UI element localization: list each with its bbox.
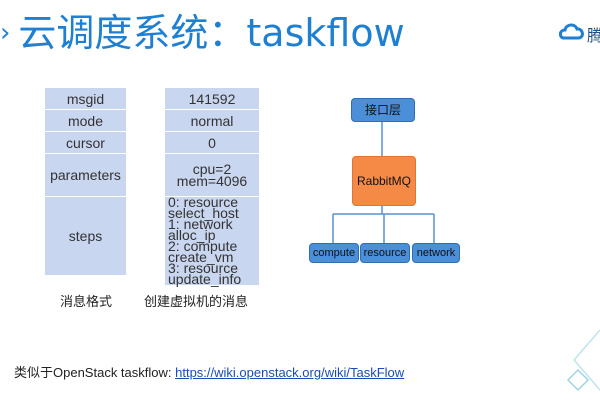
param-mem: mem=4096 <box>176 173 248 189</box>
taskflow-link[interactable]: https://wiki.openstack.org/wiki/TaskFlow <box>175 365 405 380</box>
footer-note: 类似于OpenStack taskflow: https://wiki.open… <box>14 362 404 381</box>
value-parameters: cpu=2 mem=4096 <box>164 153 260 197</box>
step-item: 2: compute create_vm <box>168 238 238 265</box>
slide-title-text: 云调度系统：taskflow <box>18 11 405 55</box>
field-cursor: cursor <box>44 131 127 154</box>
decorative-diamond-icon <box>566 330 600 392</box>
value-cursor: 0 <box>164 131 260 154</box>
field-steps: steps <box>44 196 127 276</box>
worker-resource-node: resource <box>360 243 410 263</box>
logo-text: 腾 <box>587 26 600 45</box>
cloud-icon <box>558 23 584 40</box>
step-item: 1: network alloc_ip <box>168 216 233 243</box>
create-vm-message-table: 141592 normal 0 cpu=2 mem=4096 0: resour… <box>164 87 260 286</box>
message-format-caption: 消息格式 <box>60 295 113 310</box>
footer-prefix: 类似于OpenStack taskflow: <box>14 365 176 380</box>
worker-network-node: network <box>412 243 460 263</box>
value-mode: normal <box>164 109 260 132</box>
tencent-cloud-logo: 腾 <box>558 20 600 48</box>
worker-compute-node: compute <box>309 243 359 263</box>
chevron-right-icon: › <box>0 18 11 48</box>
interface-layer-node: 接口层 <box>351 98 415 122</box>
rabbitmq-node: RabbitMQ <box>352 156 416 206</box>
slide-title: ›云调度系统：taskflow <box>0 4 405 62</box>
step-item: 3: resource update_info <box>168 260 242 287</box>
step-item: 0: resource select_host <box>168 194 239 221</box>
create-vm-caption: 创建虚拟机的消息 <box>144 295 249 310</box>
param-cpu: cpu=2 <box>192 161 232 177</box>
message-format-table: msgid mode cursor parameters steps <box>44 87 127 276</box>
field-mode: mode <box>44 109 127 132</box>
value-steps: 0: resource select_host 1: network alloc… <box>164 194 260 287</box>
value-msgid: 141592 <box>164 87 260 110</box>
